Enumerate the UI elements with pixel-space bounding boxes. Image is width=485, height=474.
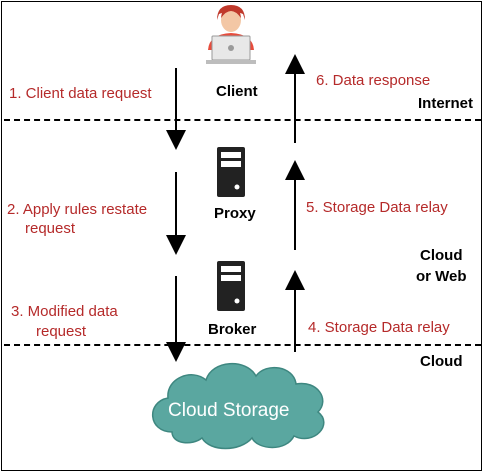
broker-label: Broker: [208, 321, 257, 338]
step-5-label: 5. Storage Data relay: [306, 199, 448, 216]
step-6-label: 6. Data response: [316, 72, 431, 89]
cloud-storage-shape: [151, 362, 325, 450]
step-2-label-line1: 2. Apply rules restate: [7, 201, 148, 218]
broker-server-icon: [217, 261, 245, 311]
step-4-label: 4. Storage Data relay: [308, 319, 450, 336]
step-2-label-line2: request: [25, 220, 76, 237]
zone-cloud-or-web-label-1: Cloud: [420, 247, 463, 264]
client-label: Client: [216, 83, 258, 100]
zone-cloud-or-web-label-2: or Web: [416, 268, 467, 285]
internet-boundary-line: [4, 119, 481, 121]
zone-internet-label: Internet: [418, 95, 474, 112]
client-icon: [206, 5, 256, 64]
cloud-storage-label: Cloud Storage: [168, 400, 290, 421]
zone-cloud-label: Cloud: [420, 353, 463, 370]
step-3-label-line1: 3. Modified data: [11, 303, 118, 320]
cloud-boundary-line: [4, 344, 481, 346]
step-1-label: 1. Client data request: [9, 85, 152, 102]
proxy-server-icon: [217, 147, 245, 197]
proxy-label: Proxy: [214, 205, 256, 222]
step-3-label-line2: request: [36, 323, 87, 340]
